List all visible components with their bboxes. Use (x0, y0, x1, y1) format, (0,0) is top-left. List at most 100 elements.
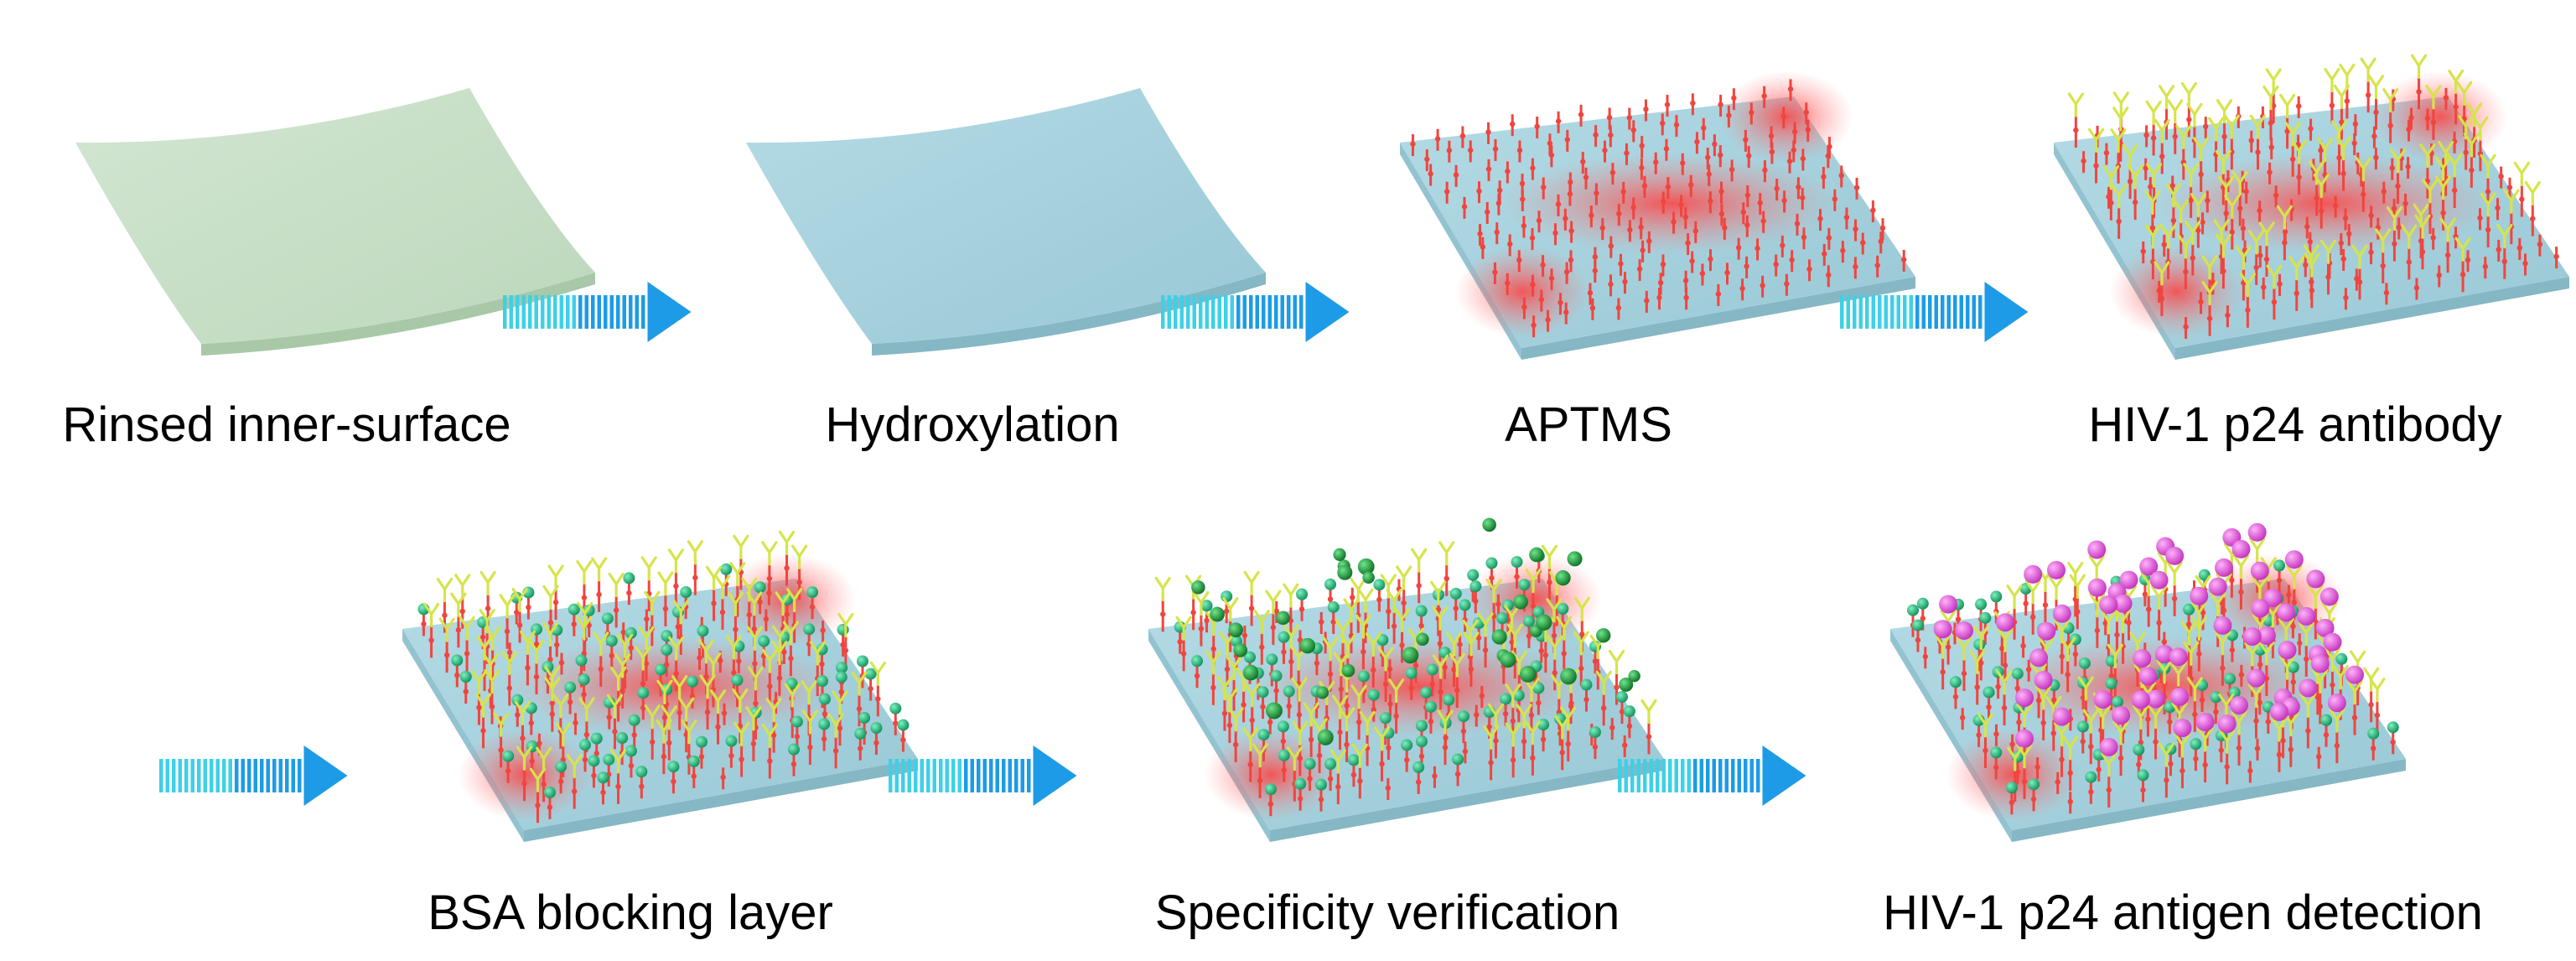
aptms-linker-icon (1547, 579, 1552, 585)
antibody-icon (2193, 137, 2210, 162)
bsa-sphere-icon (1485, 557, 1498, 569)
aptms-linker-icon (1286, 703, 1292, 709)
antibody-icon (578, 697, 595, 722)
aptms-linker-icon (639, 783, 645, 790)
antigen-sphere-icon (2229, 695, 2248, 714)
antibody-icon (2480, 192, 2496, 217)
antibody-icon (2127, 164, 2143, 190)
bsa-sphere-icon (1412, 761, 1425, 773)
antibody-icon (436, 578, 454, 603)
aptms-linker-icon (2126, 620, 2132, 626)
antibody-icon (2190, 193, 2206, 218)
antibody-icon (514, 700, 531, 726)
aptms-linker-icon (1739, 285, 1745, 292)
antigen-sphere-icon (2208, 577, 2227, 596)
antigen-sphere-icon (2251, 599, 2270, 618)
aptms-linker-icon (2067, 770, 2073, 777)
arrow-dash (609, 295, 614, 329)
bsa-sphere-icon (1324, 758, 1337, 771)
aptms-linker-icon (1593, 132, 1599, 138)
aptms-linker-icon (1791, 128, 1798, 135)
arrow-dash (1636, 759, 1640, 792)
arrow-dash (951, 759, 956, 792)
aptms-linker-icon (719, 609, 726, 616)
aptms-linker-icon (1620, 189, 1626, 195)
aptms-linker-icon (455, 627, 462, 633)
aptms-linker-icon (1712, 141, 1718, 148)
antibody-icon (761, 723, 778, 749)
antigen-sphere-icon (1933, 620, 1952, 639)
arrow-dash (1921, 295, 1926, 329)
aptms-linker-icon (1432, 773, 1438, 779)
aptms-linker-icon (2186, 117, 2192, 122)
aptms-linker-icon (1722, 225, 1728, 231)
aptms-linker-icon (1559, 750, 1565, 756)
aptms-linker-icon (2221, 607, 2227, 614)
aptms-linker-icon (1744, 222, 1750, 228)
aptms-linker-icon (1453, 605, 1459, 611)
antibody-icon (2007, 746, 2024, 771)
aptms-linker-icon (1410, 141, 1416, 147)
antibody-icon (761, 648, 778, 673)
aptms-linker-icon (750, 740, 757, 747)
antibody-icon (2216, 99, 2233, 124)
aptms-linker-icon (644, 616, 650, 622)
aptms-linker-icon (2254, 745, 2261, 751)
arrow-dash (1179, 295, 1184, 329)
aptms-linker-icon (1393, 713, 1399, 719)
aptms-linker-icon (1442, 745, 1449, 751)
aptms-linker-icon (2465, 257, 2471, 263)
bsa-sphere-icon (2005, 782, 2018, 794)
aptms-linker-icon (1832, 196, 1838, 202)
aptms-linker-icon (2392, 241, 2397, 247)
aptms-linker-icon (763, 616, 770, 622)
aptms-linker-icon (1446, 148, 1453, 153)
arrow-head (1033, 745, 1077, 806)
aptms-linker-icon (2440, 210, 2446, 216)
arrow-dash (528, 295, 532, 329)
arrow-dash (1174, 295, 1178, 329)
aptms-linker-icon (2195, 227, 2201, 233)
aptms-linker-icon (1694, 138, 1700, 145)
aptms-linker-icon (615, 783, 621, 790)
aptms-linker-icon (2240, 226, 2247, 231)
aptms-linker-icon (1735, 245, 1742, 251)
antigen-sphere-icon (2149, 570, 2169, 590)
bsa-sphere-icon (575, 654, 588, 667)
arrow-dash (1953, 295, 1957, 329)
antibody-icon (869, 661, 886, 687)
antibody-icon (529, 767, 547, 792)
label-hiv1-p24-antigen-detection: HIV-1 p24 antigen detection (1883, 886, 2483, 940)
aptms-linker-icon (2290, 679, 2296, 685)
aptms-linker-icon (2307, 239, 2314, 245)
antibody-icon (1351, 743, 1368, 768)
aptms-linker-icon (718, 657, 723, 664)
nonspecific-protein-icon (1628, 669, 1640, 683)
nonspecific-protein-icon (1555, 570, 1571, 586)
aptms-linker-icon (1190, 610, 1196, 616)
antibody-icon (2215, 149, 2231, 175)
arrow-dash (889, 759, 893, 792)
aptms-linker-icon (1514, 574, 1520, 579)
arrow-dash (159, 759, 163, 792)
aptms-linker-icon (1761, 93, 1767, 99)
aptms-linker-icon (2156, 620, 2162, 626)
aptms-linker-icon (2330, 682, 2335, 688)
arrow-dash (1242, 295, 1247, 329)
aptms-linker-icon (1462, 748, 1469, 755)
aptms-linker-icon (2081, 158, 2086, 164)
aptms-linker-icon (1915, 637, 1921, 643)
bsa-sphere-icon (1283, 685, 1295, 698)
aptms-linker-icon (2463, 149, 2469, 155)
aptms-linker-icon (1519, 180, 1526, 187)
antibody-icon (2401, 224, 2418, 249)
bsa-sphere-icon (459, 670, 472, 683)
aptms-linker-icon (2485, 189, 2491, 195)
aptms-linker-icon (1387, 701, 1393, 707)
aptms-linker-icon (2030, 796, 2037, 803)
aptms-linker-icon (753, 700, 759, 707)
aptms-linker-icon (2020, 642, 2026, 649)
antibody-icon (2173, 199, 2190, 224)
aptms-linker-icon (2170, 217, 2177, 224)
arrow-dash (215, 759, 220, 792)
